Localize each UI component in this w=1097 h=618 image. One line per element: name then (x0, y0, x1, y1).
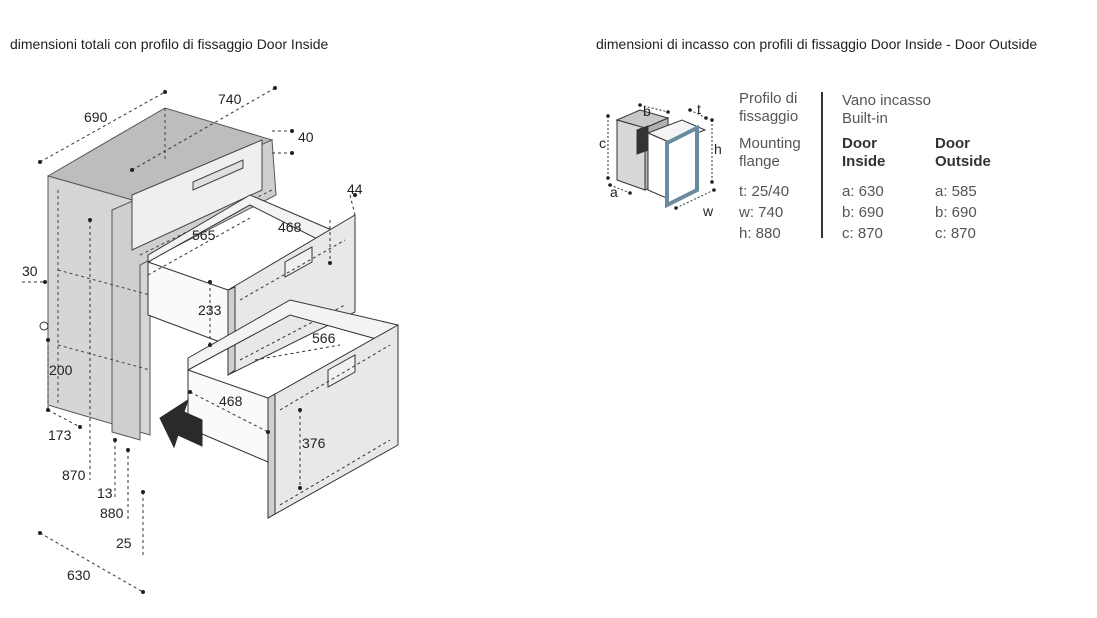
small-flange-dark (636, 125, 649, 155)
dim-870: 870 (62, 467, 86, 483)
upper-drawer-front (227, 214, 356, 376)
flange-row-h: h: 880 (739, 225, 781, 242)
small-frame (665, 124, 699, 209)
dim-740: 740 (218, 91, 242, 107)
dim-173: 173 (48, 427, 72, 443)
small-label-b: b (643, 103, 651, 119)
dim-44: 44 (347, 181, 363, 197)
small-label-c: c (599, 135, 606, 151)
dim-630: 630 (67, 567, 91, 583)
small-label-h: h (714, 141, 722, 157)
lower-drawer-front-edge (267, 393, 276, 519)
dim-468-bottom: 468 (219, 393, 243, 409)
upper-drawer-handle (284, 246, 313, 278)
lower-drawer-front (267, 324, 399, 519)
flange-row-w: w: 740 (739, 204, 784, 221)
dim-40: 40 (298, 129, 314, 145)
upper-drawer-front-edge (227, 286, 236, 376)
door-inside-row-b: b: 690 (842, 204, 884, 221)
door-outside-row-c: c: 870 (935, 225, 976, 242)
dim-690: 690 (84, 109, 108, 125)
door-inside-row-c: c: 870 (842, 225, 883, 242)
dim-30: 30 (22, 263, 38, 279)
dim-376: 376 (302, 435, 326, 451)
top-handle (192, 159, 244, 191)
door-inside-row-a: a: 630 (842, 183, 884, 200)
cabinet-knob (39, 321, 49, 331)
door-outside-row-a: a: 585 (935, 183, 977, 200)
dim-200: 200 (49, 362, 73, 378)
dim-565: 565 (192, 227, 216, 243)
title-built-in-dimensions: dimensioni di incasso con profili di fis… (596, 36, 1038, 52)
title-overall-dimensions: dimensioni totali con profilo di fissagg… (10, 36, 329, 52)
dim-468-top: 468 (278, 219, 302, 235)
small-label-t: t (697, 101, 701, 117)
insert-arrow-icon (159, 398, 203, 449)
dim-13: 13 (97, 485, 113, 501)
small-label-w: w (702, 203, 714, 219)
dim-880: 880 (100, 505, 124, 521)
small-label-a: a (610, 184, 618, 200)
flange-row-t: t: 25/40 (739, 183, 790, 200)
lower-drawer-side (187, 369, 269, 463)
door-outside-row-b: b: 690 (935, 204, 977, 221)
dim-25: 25 (116, 535, 132, 551)
dim-233: 233 (198, 302, 222, 318)
spec-divider (821, 92, 823, 238)
dim-566: 566 (312, 330, 336, 346)
